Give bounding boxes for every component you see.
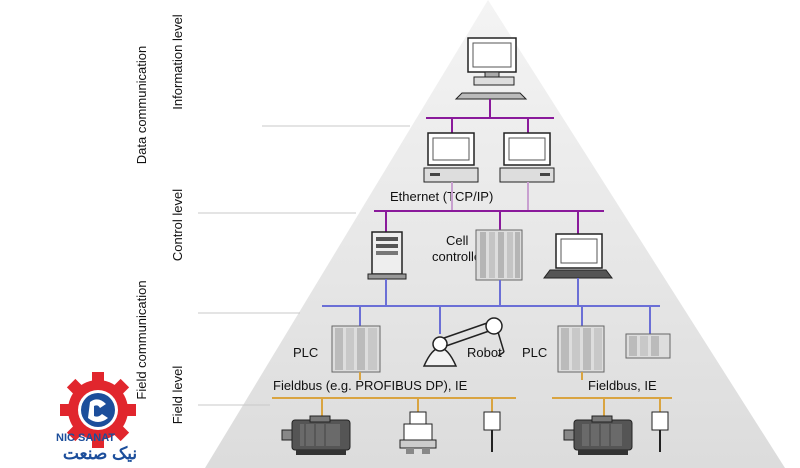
information-level-label: Information level — [170, 14, 185, 109]
fieldbus-right-label: Fieldbus, IE — [588, 378, 657, 393]
cell-label-line1: Cell — [446, 233, 469, 248]
field-communication-label: Field communication — [134, 280, 149, 399]
fieldbus-lines — [272, 372, 672, 418]
information-bus — [426, 99, 554, 134]
control-workstation-left — [423, 132, 479, 183]
nic-sanat-logo: NIC SANAT نیک صنعت — [56, 372, 137, 463]
gear-icon — [60, 372, 136, 448]
plc-left-rack — [331, 325, 381, 373]
robot-label: Robot — [467, 345, 502, 360]
plc-right-label: PLC — [522, 345, 547, 360]
plc-left-label: PLC — [293, 345, 318, 360]
control-monitor — [543, 233, 613, 279]
cell-controller-rack — [475, 229, 523, 281]
pressure-transmitter — [399, 411, 437, 454]
robot-arm — [422, 317, 505, 367]
ethernet-label: Ethernet (TCP/IP) — [390, 189, 493, 204]
workstation-links — [451, 182, 529, 211]
field-network — [322, 278, 660, 334]
motor-left — [281, 415, 351, 455]
control-workstation-right — [499, 132, 555, 183]
logo-persian-text: نیک صنعت — [63, 444, 137, 463]
fieldbus-left-label: Fieldbus (e.g. PROFIBUS DP), IE — [273, 378, 468, 393]
cell-label-line2: controller — [432, 249, 486, 264]
io-module — [625, 333, 671, 359]
plc-right-rack — [557, 325, 605, 373]
server-tower — [367, 231, 407, 280]
logo-latin-text: NIC SANAT — [56, 432, 115, 444]
control-level-label: Control level — [170, 189, 185, 261]
field-level-label: Field level — [170, 366, 185, 425]
information-workstation — [454, 37, 528, 100]
control-bus — [374, 210, 604, 234]
sensor-right — [651, 411, 669, 452]
data-communication-label: Data communication — [134, 46, 149, 165]
level-separators — [198, 125, 410, 406]
sensor-left — [483, 411, 501, 452]
motor-right — [563, 415, 633, 455]
